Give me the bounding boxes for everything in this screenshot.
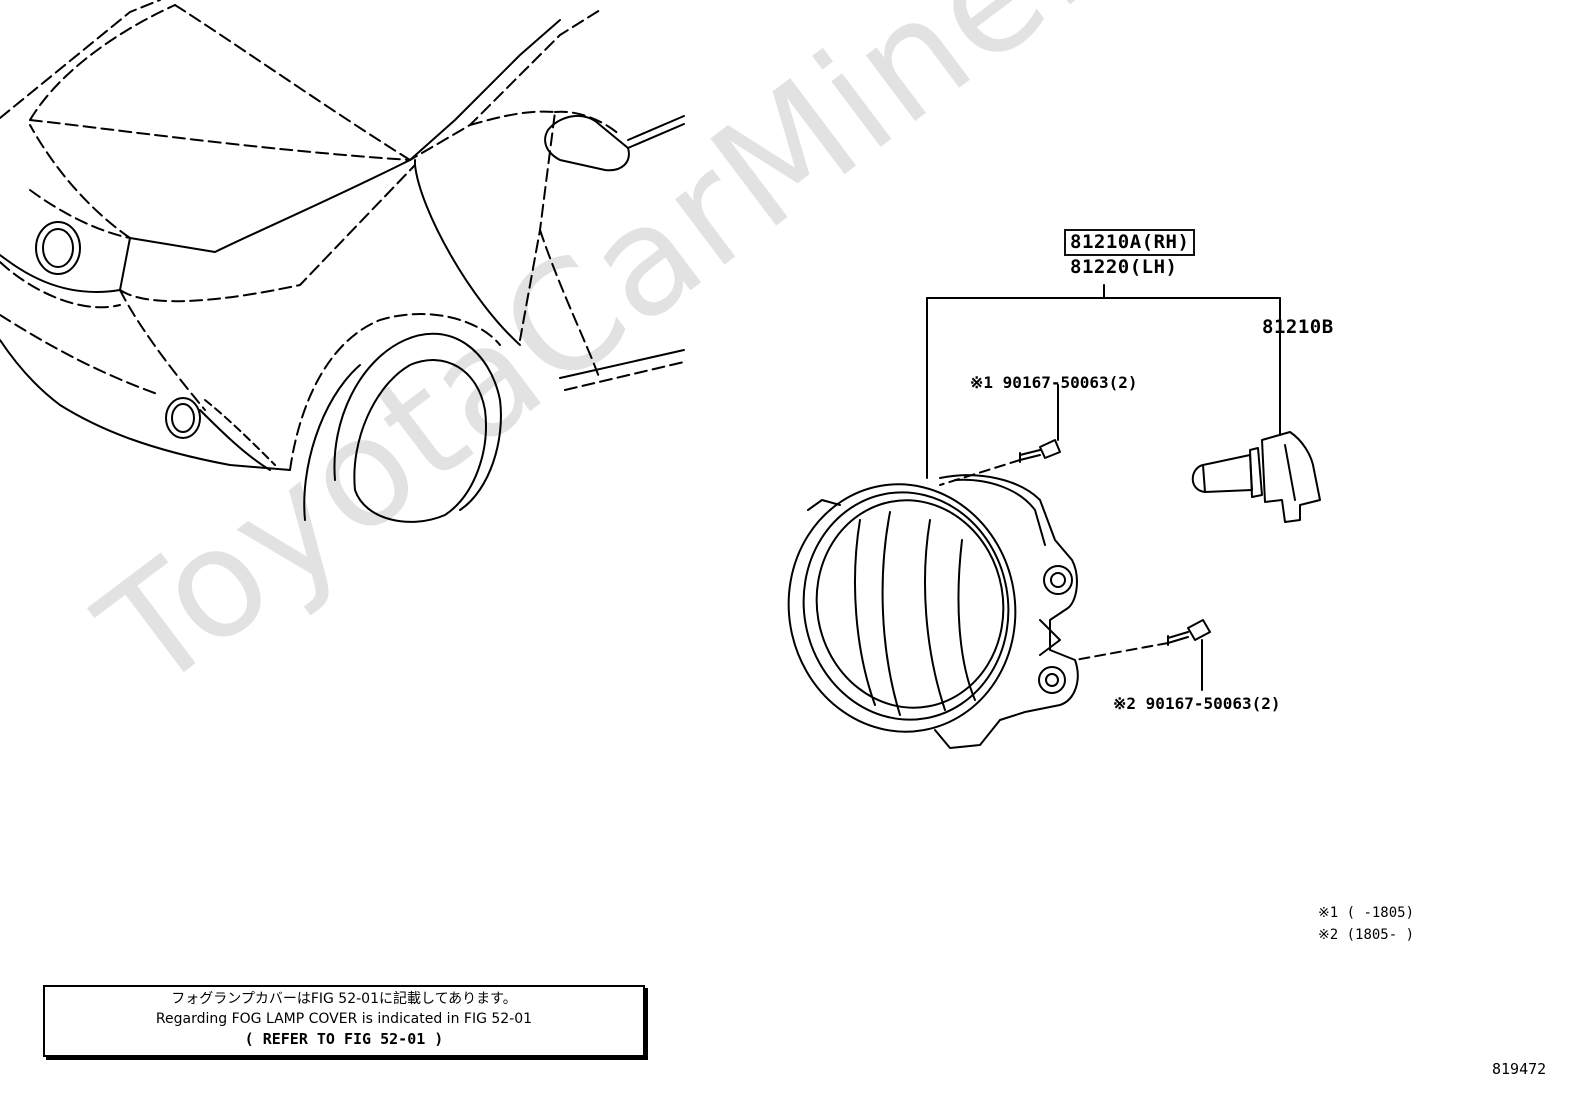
footnote-1: ※1 ( -1805) <box>1318 905 1415 921</box>
note-line-japanese: フォグランプカバーはFIG 52-01に記載してあります。 <box>171 991 517 1007</box>
note-line-reference[interactable]: ( REFER TO FIG 52-01 ) <box>244 1030 444 1048</box>
part-number-assembly-lh[interactable]: 81220(LH) <box>1070 256 1178 278</box>
footnote-2: ※2 (1805- ) <box>1318 927 1415 943</box>
figure-number: 819472 <box>1492 1060 1547 1078</box>
part-number-screw-2[interactable]: ※2 90167-50063(2) <box>1113 694 1281 713</box>
fog-lamp-cover-note: フォグランプカバーはFIG 52-01に記載してあります。 Regarding … <box>43 985 645 1057</box>
part-number-assembly-rh[interactable]: 81210A(RH) <box>1064 229 1196 256</box>
fog-lamp-assembly <box>787 284 1321 749</box>
vehicle-outline <box>0 0 685 523</box>
part-number-screw-1[interactable]: ※1 90167-50063(2) <box>970 373 1138 392</box>
part-number-bulb[interactable]: 81210B <box>1262 316 1334 338</box>
note-line-english: Regarding FOG LAMP COVER is indicated in… <box>155 1011 533 1027</box>
